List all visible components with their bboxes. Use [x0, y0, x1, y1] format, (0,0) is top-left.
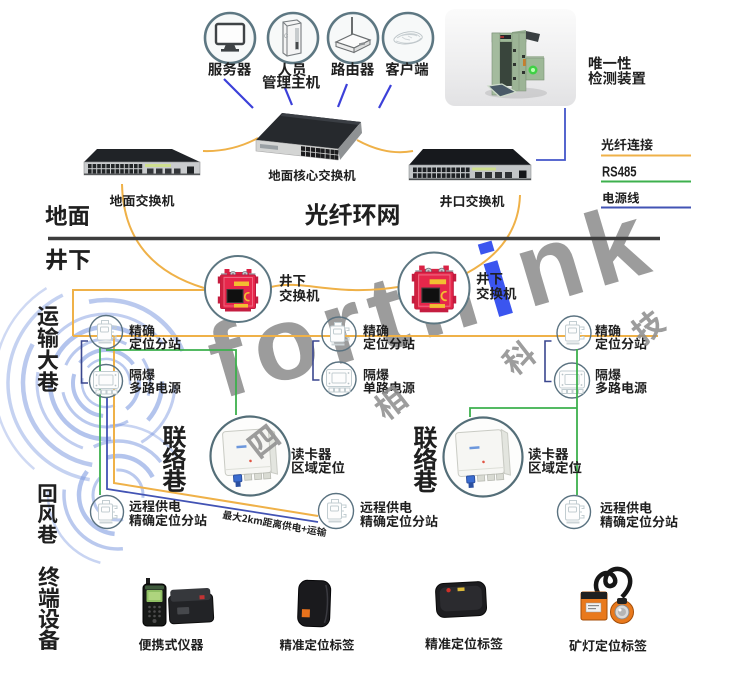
svg-text:C: C	[284, 34, 289, 40]
svg-text:RS485: RS485	[602, 163, 637, 180]
